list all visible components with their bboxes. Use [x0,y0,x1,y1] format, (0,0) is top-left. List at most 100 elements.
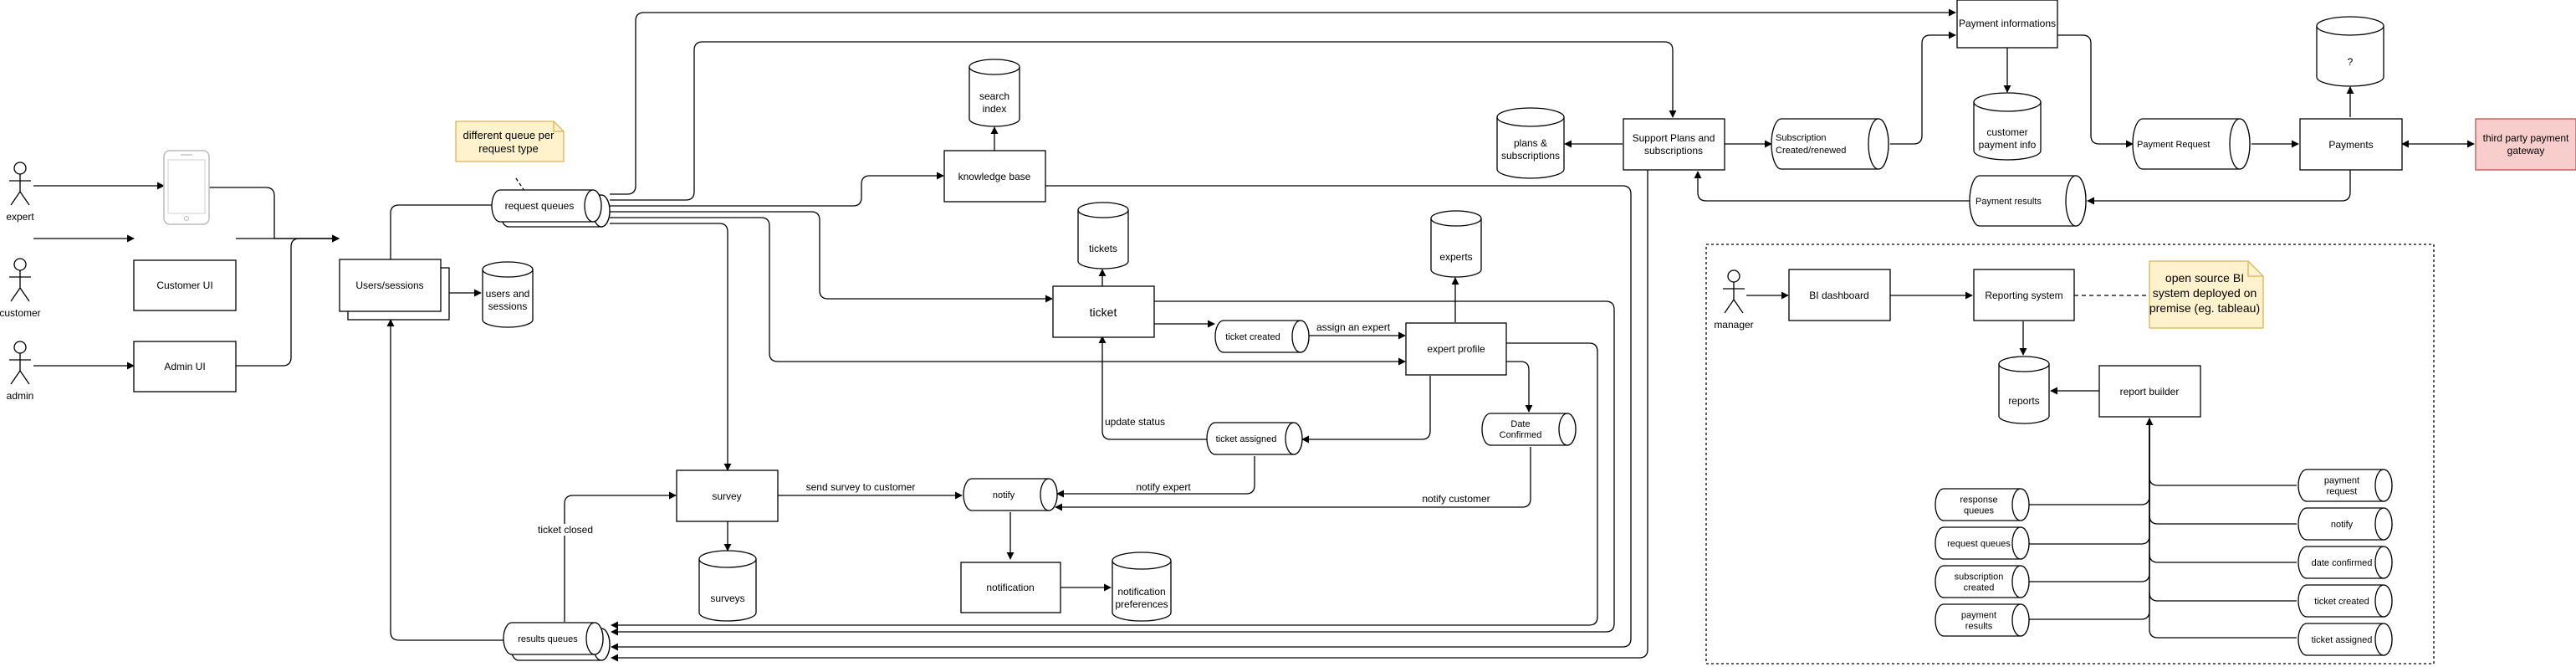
report-queue-item: ticket assigned [2297,623,2393,656]
db-users-label-2: sessions [488,300,528,312]
bi-dashboard-box[interactable] [1788,269,1891,321]
report-queue-item: notify [2297,507,2393,541]
third-party-label-2: gateway [2507,145,2545,156]
report-queue-connectors-left [2029,418,2154,620]
note-bi-line-1: open source BI [2165,271,2244,285]
edge-ticket-results [611,300,1615,636]
users-sessions-box[interactable] [339,259,442,312]
queue-results-label: results queues [518,634,578,644]
mobile-phone-icon [163,150,210,225]
report-queue-label: queues [1964,506,1995,516]
knowledge-base-box[interactable] [943,150,1046,203]
edge-payments-paymentresults [2087,170,2351,205]
payment-informations-label: Payment informations [1959,18,2056,29]
expert-profile-box[interactable] [1405,322,1507,376]
edge-rq-survey [610,223,732,471]
edge-expertprofile-ticketassigned [1301,376,1431,444]
queue-subscription-created: Subscription Created/renewed [1771,118,1889,170]
report-builder-box[interactable] [2098,365,2201,418]
bi-dashboard-label: BI dashboard [1809,290,1868,301]
support-plans-label-2: subscriptions [1644,145,1703,156]
edge-paymentresults-supportplans [1694,171,1970,202]
payment-informations-box[interactable] [1956,0,2058,49]
report-queue-label: request queues [1947,539,2011,549]
edge-results-users [386,319,511,641]
queue-payment-results: Payment results [1969,175,2087,227]
report-queue-label: subscription [1955,572,2004,582]
edges [33,8,2475,662]
db-plans-subscriptions: plans & subscriptions [1496,107,1565,179]
report-queue-label: ticket created [2314,597,2369,607]
boxes: Customer UI Admin UI Users/sessions know… [133,0,2576,613]
report-queue-connectors-right [2149,418,2297,639]
queues: request queues results queues ticket cre… [491,118,2251,661]
report-queue-item: request queues [1935,526,2030,560]
report-queue-label: created [1964,583,1995,593]
edge-rq-ticket [610,211,1053,303]
knowledge-base-label: knowledge base [958,171,1031,182]
edge-rq-supportplans [610,41,1677,201]
support-plans-box[interactable] [1623,118,1725,171]
db-customer-payment-info: customer payment info [1973,92,2042,161]
queue-date-confirmed: Date Confirmed [1481,413,1577,446]
actor-admin: admin [7,341,34,402]
queue-notify-label: notify [993,490,1015,500]
ticket-box[interactable] [1052,285,1155,338]
report-queue-item: ticket created [2297,584,2393,618]
db-users-and-sessions: users and sessions [482,261,534,328]
db-experts: experts [1430,210,1482,278]
notification-box[interactable] [960,562,1061,613]
actors: expert customer admin manager [0,162,1754,402]
support-plans-label-1: Support Plans and [1633,132,1715,144]
actor-admin-label: admin [7,390,34,402]
db-search-index: search index [969,59,1020,127]
users-sessions-label: Users/sessions [355,280,423,291]
actor-expert: expert [6,162,34,223]
db-users-label-1: users and [486,288,530,300]
edge-rq-knowledgebase [610,172,944,207]
note-queue-line-2: request type [478,142,539,155]
db-unknown-label: ? [2348,56,2354,68]
report-queue-label: notify [2331,520,2354,530]
note-bi-line-3: premise (eg. tableau) [2149,301,2260,315]
notification-label: notification [986,582,1034,593]
db-experts-label: experts [1439,251,1472,263]
customer-ui-label: Customer UI [156,280,212,291]
reporting-system-label: Reporting system [1985,290,2062,301]
report-builder-label: report builder [2120,386,2180,398]
edge-ticketassigned-ticket [1098,336,1208,440]
queue-date-confirmed-label-1: Date [1510,419,1530,429]
edge-rq-expertprofile [610,217,1406,366]
label-assign-expert: assign an expert [1316,321,1391,333]
note-bi-system: open source BI system deployed on premis… [2149,260,2264,329]
report-queue-label: results [1965,622,1993,632]
payments-box[interactable] [2299,118,2403,171]
db-notification-label-1: notification [1117,586,1165,598]
third-party-gateway-box[interactable] [2475,118,2576,171]
edge-rq-paymentinfo [610,8,1956,195]
actor-expert-label: expert [6,211,34,223]
db-notification-label-2: preferences [1115,598,1168,610]
queue-ticket-created: ticket created [1214,320,1310,353]
admin-ui-label: Admin UI [164,361,205,372]
survey-box[interactable] [676,469,779,522]
payments-label: Payments [2328,139,2373,151]
admin-ui-box[interactable] [133,341,237,393]
db-reports: reports [1998,356,2050,424]
report-queue-label: payment [2324,476,2359,486]
queue-ticket-assigned-label: ticket assigned [1216,434,1277,444]
db-plans-label-1: plans & [1514,137,1547,149]
actor-manager-label: manager [1714,319,1753,331]
queue-payment-results-label: Payment results [1975,197,2042,207]
note-bi-line-2: system deployed on [2153,286,2257,300]
reporting-system-box[interactable] [1973,269,2075,321]
customer-ui-box[interactable] [133,259,237,311]
db-notification-preferences: notification preferences [1112,552,1172,622]
actor-customer: customer [0,258,41,319]
bi-section-container [1705,244,2435,664]
report-queue-label: ticket assigned [2312,635,2373,645]
